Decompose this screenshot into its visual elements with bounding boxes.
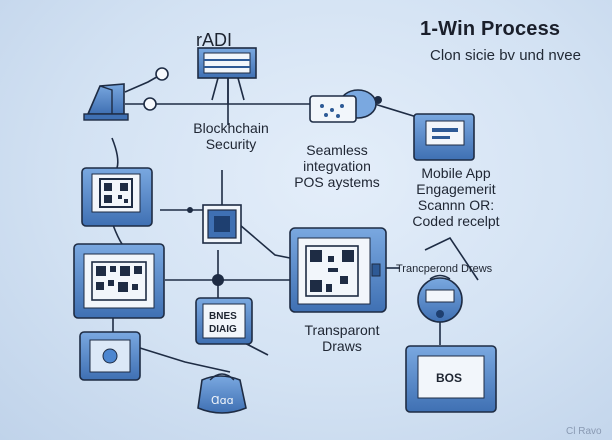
- pos-terminal-icon: [309, 89, 377, 123]
- chip-icon: [202, 204, 242, 244]
- label-mobile-line4: Coded recelpt: [412, 213, 500, 230]
- signboard-text: rADI: [196, 30, 232, 50]
- qr-device-icon: [81, 167, 153, 227]
- phone-icon: [79, 331, 141, 381]
- device-text-line1: BNES: [209, 311, 237, 322]
- diagram-subtitle: Clon sicie bv und nvee: [430, 47, 581, 64]
- label-blockchain: Blockhchain Security: [186, 120, 276, 152]
- junction-dot: [212, 274, 224, 286]
- junction-dot: [155, 67, 169, 81]
- label-seamless-line2: integvation: [303, 158, 371, 175]
- label-seamless-line1: Seamless: [306, 142, 368, 158]
- label-transparent-small: Trancperond Drews: [396, 263, 493, 275]
- pos-box-text: BOS: [436, 371, 462, 385]
- signboard-icon: [197, 47, 257, 104]
- card-reader-text: Ɑɑɑ: [211, 394, 234, 407]
- qr-tablet-icon: [289, 227, 387, 313]
- label-mobile-line3: Scannn OR:: [417, 197, 495, 214]
- label-mobile-line1: Mobile App: [421, 165, 491, 181]
- label-seamless: Seamless integvation POS aystems: [282, 142, 392, 190]
- label-transparent-line2: Draws: [322, 338, 362, 355]
- junction-dot: [143, 97, 157, 111]
- card-device-icon: [413, 113, 475, 161]
- diag-device-icon: [195, 297, 253, 345]
- device-text-line2: DIAIG: [209, 324, 237, 335]
- qr-monitor-icon: [73, 243, 165, 319]
- label-mobile-line2: Engagemerit: [416, 181, 496, 198]
- label-transparent-line1: Transparont: [304, 322, 380, 338]
- label-mobile: Mobile App Engagemerit Scannn OR: Coded …: [396, 165, 516, 229]
- watermark-text: Cl Ravo: [566, 426, 602, 437]
- label-blockchain-line2: Security: [205, 136, 257, 153]
- router-icon: [83, 83, 129, 121]
- label-blockchain-line1: Blockhchain: [193, 120, 269, 136]
- gauge-icon: [417, 274, 463, 323]
- label-seamless-line3: POS aystems: [294, 174, 380, 191]
- diagram-title: 1-Win Process: [420, 18, 561, 40]
- pos-box-icon: [405, 345, 497, 413]
- label-transparent: Transparont Draws: [294, 322, 390, 354]
- junction-dots: [143, 67, 382, 286]
- junction-dot: [187, 207, 193, 213]
- card-reader-icon: [197, 373, 247, 414]
